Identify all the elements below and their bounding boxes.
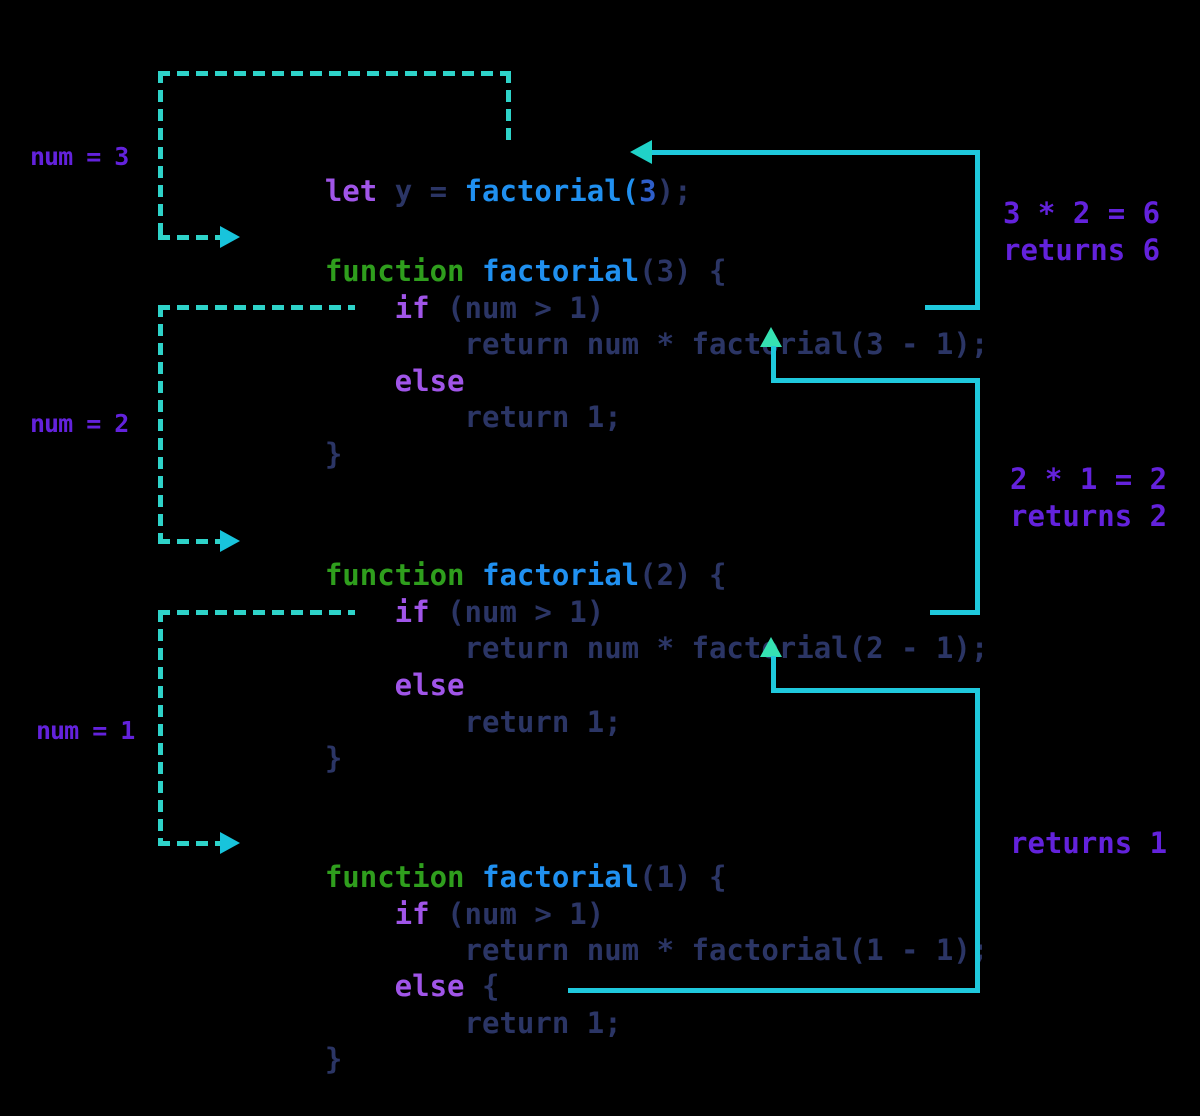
code-line-else-3: else [255,330,465,432]
annotation-returns-6: returns 6 [1003,233,1161,267]
scope2-arrow-right-icon [220,530,240,552]
code-line-function-2: function factorial(2) { [255,524,727,626]
code-token: factorial [481,558,640,592]
scope3-dashed-left-line [158,610,163,846]
scope1-dashed-top-line [158,71,511,76]
code-token: factorial( [464,174,640,208]
code-token: if [324,595,430,629]
code-line-closebrace-3: } [255,403,342,505]
code-token: else [324,364,465,398]
code-line-if-3: if (num > 1) [255,257,605,359]
return3-bottom-line [568,988,980,993]
num-1-label: num = 1 [36,716,135,745]
annotation-result-6: 3 * 2 = 6 [1003,196,1161,230]
scope1-dashed-arrow-line [158,235,222,240]
code-token: return num * factorial(2 - 1); [324,631,989,665]
code-token: function [324,860,482,894]
code-token: (3) { [639,254,727,288]
code-token: } [324,437,343,471]
code-token: function [324,254,482,288]
scope1-dashed-left-line [158,71,163,240]
scope1-arrow-right-icon [220,226,240,248]
code-token: return 1; [324,1006,622,1040]
scope3-arrow-right-icon [220,832,240,854]
return3-arrow-up-icon [760,637,782,657]
code-token: factorial [481,254,640,288]
code-line-function-1: function factorial(1) { [255,826,727,928]
code-line-return1-2: return 1; [255,671,622,773]
scope2-dashed-left-line [158,305,163,543]
code-token: y = [394,174,465,208]
code-token: let [324,174,395,208]
scope2-dashed-arrow-line [158,539,222,544]
return3-top-line [775,688,980,693]
code-token: (num > 1) [429,595,605,629]
code-token: return num * factorial(3 - 1); [324,327,989,361]
return2-vertical-line [975,378,980,615]
code-token: if [324,897,430,931]
code-line-return1-3: return 1; [255,366,622,468]
scope1-dashed-right-line [506,71,511,140]
code-token: factorial [481,860,640,894]
code-token: (num > 1) [429,291,605,325]
code-token: (2) { [639,558,727,592]
annotation-returns-2: returns 2 [1010,499,1168,533]
scope3-dashed-top-line [158,610,355,615]
code-token: else [324,969,465,1003]
num-2-label: num = 2 [30,409,129,438]
code-line-if-1: if (num > 1) [255,863,605,965]
return3-arrow-shaft-line [771,656,776,693]
code-line-return-recurse-3: return num * factorial(3 - 1); [255,293,989,395]
return2-arrow-shaft-line [771,346,776,383]
num-3-label: num = 3 [30,142,129,171]
annotation-returns-1: returns 1 [1010,826,1168,860]
code-line-if-2: if (num > 1) [255,561,605,663]
code-line-closebrace-2: } [255,707,342,809]
return1-arrow-left-icon [630,140,652,164]
return2-bottom-line [930,610,980,615]
code-line-function-3: function factorial(3) { [255,220,727,322]
code-token: { [464,969,500,1003]
code-token: (1) { [639,860,727,894]
scope3-dashed-arrow-line [158,841,222,846]
code-token: return 1; [324,400,622,434]
code-token: ); [656,174,692,208]
code-line-return1-1: return 1; [255,972,622,1074]
code-line-return-recurse-2: return num * factorial(2 - 1); [255,597,989,699]
code-token: } [324,1042,343,1076]
return2-top-line [775,378,980,383]
scope2-dashed-top-line [158,305,355,310]
return3-vertical-line [975,688,980,993]
code-token: (num > 1) [429,897,605,931]
annotation-result-2: 2 * 1 = 2 [1010,462,1168,496]
code-token: } [324,741,343,775]
code-token: function [324,558,482,592]
code-line-else-2: else [255,634,465,736]
code-line-let-call: let y = factorial(3); [255,140,692,242]
code-token: 3 [639,174,657,208]
return1-vertical-line [975,150,980,310]
code-token: else [324,668,465,702]
return2-arrow-up-icon [760,327,782,347]
return1-top-line [652,150,980,155]
code-line-else-1: else { [255,935,500,1037]
code-token: return 1; [324,705,622,739]
return1-bottom-line [925,305,980,310]
code-token: if [324,291,430,325]
code-line-closebrace-1: } [255,1008,342,1110]
